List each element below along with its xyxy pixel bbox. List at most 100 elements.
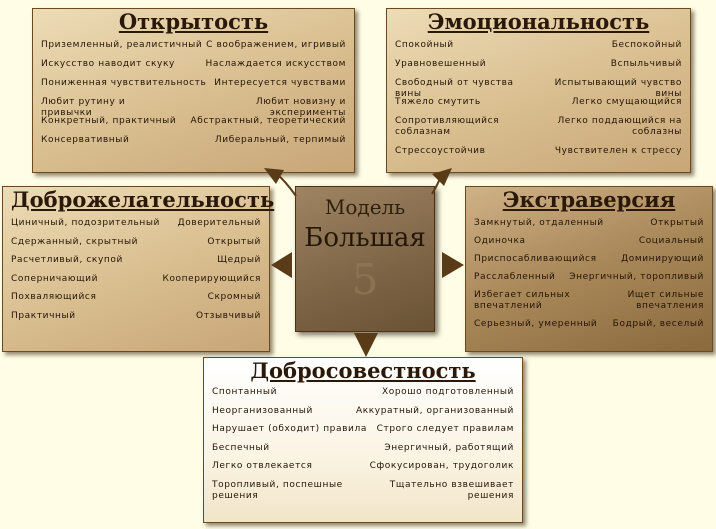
- emotionality-row: Свободный от чувства вины Испытывающий чу…: [395, 78, 682, 99]
- conscientiousness-row: Торопливый, поспешные решения Тщательно в…: [212, 480, 514, 506]
- emotionality-title: Эмоциональность: [427, 9, 650, 34]
- arrow-head-openness: [264, 168, 284, 184]
- openness-row: Любит рутину и привычки Любит новизну и э…: [41, 97, 346, 118]
- openness-row: Консервативный Либеральный, терпимый: [41, 135, 346, 154]
- trait-low: Неорганизованный: [212, 405, 313, 416]
- trait-high: Ищет сильные впечатления: [627, 290, 704, 311]
- emotionality-row: Тяжело смутить Легко смущающийся: [395, 97, 682, 116]
- trait-low: Легко отвлекается: [212, 461, 313, 471]
- trait-low: Соперничающий: [11, 273, 99, 284]
- trait-low: Сопротивляющийся соблазнам: [395, 116, 500, 137]
- arrow-head-conscientiousness: [354, 333, 378, 357]
- arrow-to-openness: [276, 173, 297, 197]
- trait-high: Социальный: [638, 236, 704, 246]
- agreeableness-row: Практичный Отзывчивый: [11, 311, 261, 330]
- extraversion-title: Экстраверсия: [502, 187, 676, 212]
- conscientiousness-title: Добросовестность: [250, 358, 476, 383]
- trait-high: Бодрый, веселый: [612, 319, 704, 329]
- trait-low: Конкретный, практичный: [41, 116, 177, 126]
- trait-high: Испытывающий чувство вины: [554, 78, 682, 99]
- trait-low: Сдержанный, скрытный: [11, 236, 139, 247]
- agreeableness-row: Расчетливый, скупой Щедрый: [11, 255, 261, 274]
- agreeableness-row: Соперничающий Кооперирующийся: [11, 274, 261, 293]
- trait-high: Сфокусирован, трудоголик: [369, 461, 514, 471]
- trait-high: С воображением, игривый: [206, 40, 346, 50]
- trait-high: Щедрый: [217, 255, 261, 265]
- extraversion-row: Замкнутый, отдаленный Открытый: [474, 218, 704, 236]
- trait-low: Пониженная чувствительность: [41, 78, 207, 88]
- trait-high: Отзывчивый: [196, 310, 261, 321]
- trait-low: Приспосабливающийся: [474, 254, 597, 264]
- trait-low: Спонтанный: [212, 387, 278, 397]
- trait-high: Доминирующий: [621, 254, 704, 264]
- trait-low: Серьезный, умеренный: [474, 319, 598, 329]
- conscientiousness-box: Добросовестность Спонтанный Хорошо подгот…: [203, 357, 523, 523]
- trait-low: Практичный: [11, 310, 76, 321]
- trait-low: Расслабленный: [474, 272, 556, 282]
- extraversion-row: Серьезный, умеренный Бодрый, веселый: [474, 319, 704, 337]
- extraversion-row: Расслабленный Энергичный, торопливый: [474, 272, 704, 290]
- trait-high: Вспыльчивый: [610, 59, 682, 69]
- agreeableness-row: Похваляющийся Скромный: [11, 292, 261, 311]
- emotionality-box: Эмоциональность Спокойный Беспокойный Ура…: [386, 8, 691, 173]
- agreeableness-row: Сдержанный, скрытный Открытый: [11, 237, 261, 256]
- agreeableness-box: Доброжелательность Циничный, подозритель…: [2, 186, 274, 352]
- extraversion-box: Экстраверсия Замкнутый, отдаленный Открыт…: [465, 186, 713, 352]
- trait-high: Беспокойный: [611, 40, 682, 50]
- trait-high: Любит новизну и эксперименты: [255, 97, 346, 118]
- conscientiousness-row: Спонтанный Хорошо подготовленный: [212, 387, 514, 406]
- trait-high: Скромный: [207, 292, 261, 302]
- big-five-model-center: Модель Большая 5: [295, 186, 435, 332]
- openness-row: Пониженная чувствительность Интересуется …: [41, 78, 346, 97]
- trait-high: Либеральный, терпимый: [214, 135, 346, 145]
- trait-low: Спокойный: [395, 40, 454, 50]
- trait-high: Тщательно взвешивает решения: [389, 479, 514, 501]
- trait-high: Доверительный: [177, 218, 261, 228]
- trait-low: Приземленный, реалистичный: [41, 40, 203, 50]
- trait-low: Замкнутый, отдаленный: [474, 218, 604, 228]
- trait-low: Расчетливый, скупой: [11, 255, 123, 265]
- trait-high: Аккуратный, организованный: [355, 405, 514, 416]
- extraversion-row: Приспосабливающийся Доминирующий: [474, 254, 704, 272]
- trait-high: Хорошо подготовленный: [381, 387, 514, 397]
- trait-low: Тяжело смутить: [395, 97, 481, 107]
- arrow-head-emotionality: [432, 168, 452, 186]
- conscientiousness-row: Беспечный Энергичный, работящий: [212, 443, 514, 462]
- trait-low: Нарушает (обходит) правила: [212, 424, 367, 434]
- trait-high: Абстрактный, теоретический: [190, 116, 346, 126]
- conscientiousness-row: Легко отвлекается Сфокусирован, трудоголи…: [212, 461, 514, 480]
- trait-low: Свободный от чувства вины: [395, 78, 514, 99]
- trait-high: Открытый: [207, 236, 261, 247]
- trait-high: Энергичный, работящий: [384, 442, 514, 453]
- trait-high: Открытый: [650, 218, 704, 228]
- trait-low: Циничный, подозрительный: [11, 218, 160, 228]
- trait-high: Легко смущающийся: [571, 97, 682, 107]
- agreeableness-row: Циничный, подозрительный Доверительный: [11, 218, 261, 237]
- trait-low: Беспечный: [212, 442, 270, 453]
- openness-row: Конкретный, практичный Абстрактный, теоре…: [41, 116, 346, 135]
- emotionality-row: Спокойный Беспокойный: [395, 40, 682, 59]
- trait-low: Консервативный: [41, 135, 130, 145]
- trait-low: Торопливый, поспешные решения: [212, 479, 343, 501]
- trait-high: Кооперирующийся: [162, 273, 261, 284]
- trait-low: Похваляющийся: [11, 292, 97, 302]
- center-number-five: 5: [351, 255, 379, 304]
- trait-high: Строго следует правилам: [376, 424, 514, 434]
- conscientiousness-row: Неорганизованный Аккуратный, организованн…: [212, 406, 514, 425]
- center-title-big: Большая: [304, 223, 426, 253]
- trait-high: Чувствителен к стрессу: [554, 146, 682, 156]
- trait-low: Искусство наводит скуку: [41, 59, 175, 69]
- arrow-head-agreeableness: [271, 252, 292, 278]
- trait-high: Энергичный, торопливый: [569, 272, 704, 282]
- trait-low: Любит рутину и привычки: [41, 97, 126, 118]
- trait-high: Интересуется чувствами: [214, 78, 346, 88]
